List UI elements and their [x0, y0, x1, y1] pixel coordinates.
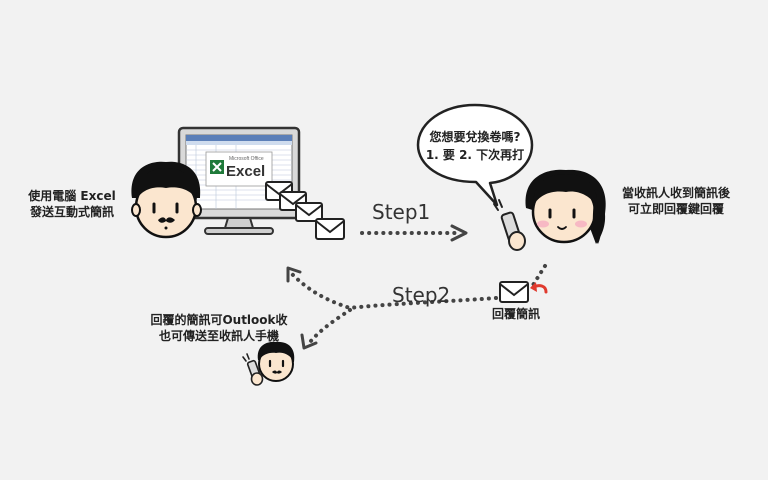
step2-arrow [286, 266, 498, 350]
monitor-icon [177, 126, 301, 235]
receiver-label-line1: 當收訊人收到簡訊後 [621, 186, 730, 200]
envelope-stack-icon [265, 181, 345, 240]
receiver-phone-icon [493, 199, 526, 251]
sender-label: 使用電腦 Excel 發送互動式簡訊 [14, 188, 130, 220]
bubble-options: 1. 要 2. 下次再打 [425, 148, 525, 162]
receiver-label: 當收訊人收到簡訊後 可立即回覆鍵回覆 [614, 185, 738, 217]
sender-avatar [131, 161, 202, 239]
reply-label: 回覆簡訊 [491, 307, 540, 321]
result-phone-icon [242, 353, 264, 386]
excel-name-label: Excel [226, 163, 266, 180]
reply-dotted-line [531, 264, 547, 287]
sender-label-line1: 使用電腦 Excel [28, 189, 116, 203]
result-avatar [257, 341, 295, 382]
result-label-line1: 回覆的簡訊可Outlook收 [150, 313, 288, 327]
step1-arrow [360, 224, 468, 242]
result-label-line2: 也可傳送至收訊人手機 [158, 329, 279, 343]
excel-brand-label: Microsoft Office [229, 156, 264, 162]
reply-envelope-icon [499, 281, 548, 303]
receiver-label-line2: 可立即回覆鍵回覆 [627, 202, 724, 216]
step1-label: Step1 [372, 200, 431, 224]
bubble-question: 您想要兌換卷嗎? [429, 130, 521, 144]
sender-label-line2: 發送互動式簡訊 [29, 205, 114, 219]
speech-bubble [416, 103, 534, 207]
receiver-avatar [525, 169, 606, 244]
result-label: 回覆的簡訊可Outlook收 也可傳送至收訊人手機 [144, 312, 294, 344]
step2-label: Step2 [392, 283, 451, 307]
speech-bubble-text: 您想要兌換卷嗎? 1. 要 2. 下次再打 [418, 128, 532, 164]
